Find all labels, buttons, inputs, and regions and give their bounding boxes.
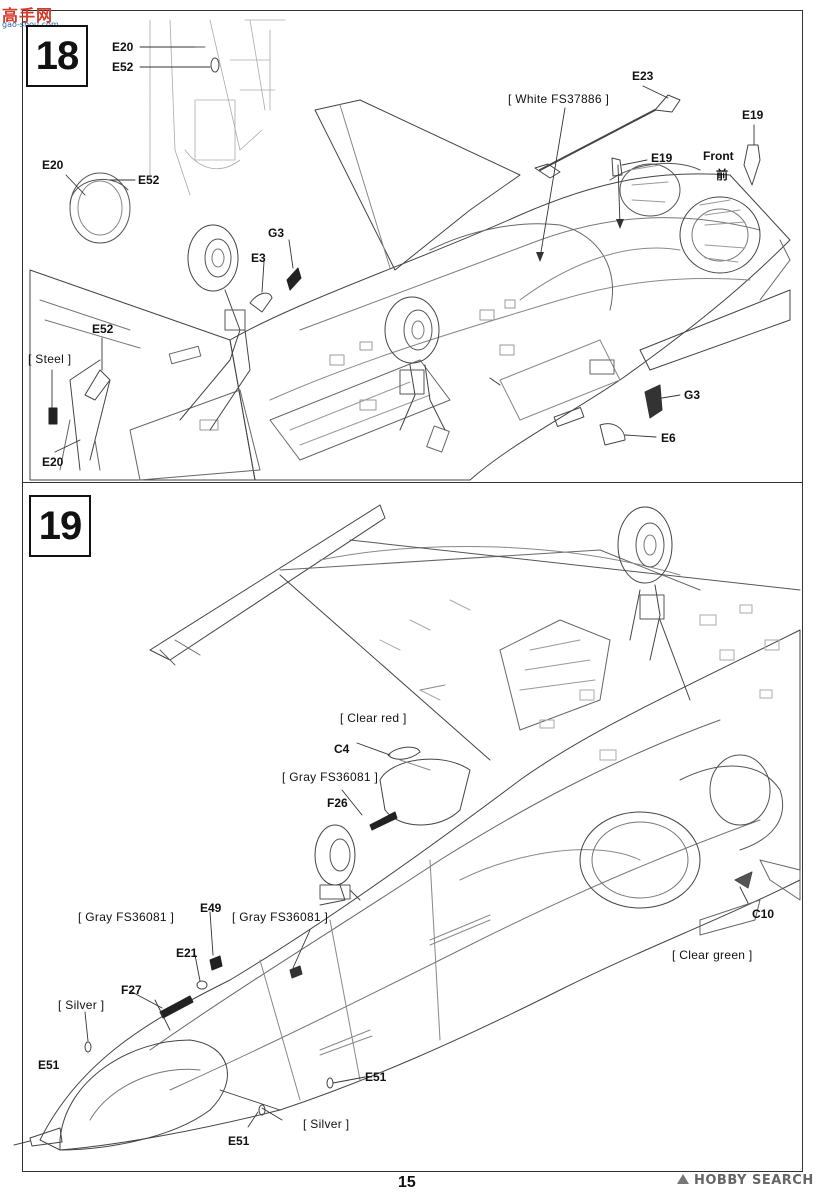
part-label-e52-gear: E52 — [92, 322, 114, 336]
watermark-text: 高手网 — [2, 6, 54, 25]
watermark-url: gao-shou.com — [2, 20, 59, 29]
watermark-bottom-text: HOBBY SEARCH — [694, 1173, 814, 1188]
paint-callout-gray-fs36081-1: [ Gray FS36081 ] — [282, 770, 379, 784]
part-label-front: Front — [703, 149, 734, 163]
paint-callout-silver-2: [ Silver ] — [303, 1117, 350, 1131]
paint-callout-clear-red: [ Clear red ] — [340, 711, 407, 725]
part-label-e19-mid: E19 — [651, 151, 673, 165]
part-label-f26: F26 — [327, 796, 348, 810]
part-label-c10: C10 — [752, 907, 775, 921]
part-label-e6: E6 — [661, 431, 676, 445]
part-label-e51-left: E51 — [38, 1058, 60, 1072]
paint-callout-gray-fs36081-3: [ Gray FS36081 ] — [232, 910, 329, 924]
part-label-g3-left: G3 — [268, 226, 285, 240]
step18-drawing — [29, 19, 791, 481]
step-18-number-box: 18 — [26, 25, 88, 87]
paint-callout-gray-fs36081-2: [ Gray FS36081 ] — [78, 910, 175, 924]
hobby-search-watermark: HOBBY SEARCH — [676, 1173, 814, 1188]
step19-drawing — [13, 504, 801, 1151]
step-divider — [22, 482, 803, 483]
paint-callout-clear-green: [ Clear green ] — [672, 948, 753, 962]
page-frame — [22, 10, 803, 1172]
part-label-e19-top: E19 — [742, 108, 764, 122]
part-label-g3-right: G3 — [684, 388, 701, 402]
page-number: 15 — [398, 1174, 416, 1191]
part-label-c4: C4 — [334, 742, 350, 756]
part-label-e51-right: E51 — [365, 1070, 387, 1084]
site-watermark-logo: 高手网 gao-shou.com — [2, 2, 74, 30]
part-label-e52-ring: E52 — [138, 173, 160, 187]
part-label-e21: E21 — [176, 946, 198, 960]
paint-callout-silver-1: [ Silver ] — [58, 998, 105, 1012]
part-label-e51-bottom: E51 — [228, 1134, 250, 1148]
step-19-number-box: 19 — [29, 495, 91, 557]
part-label-e3: E3 — [251, 251, 266, 265]
part-label-e23: E23 — [632, 69, 654, 83]
hobby-search-logo-icon — [677, 1174, 689, 1184]
part-label-e52-top: E52 — [112, 60, 134, 74]
part-label-e20-ring: E20 — [42, 158, 64, 172]
paint-callout-white-fs37886: [ White FS37886 ] — [508, 92, 610, 106]
part-label-e20-top: E20 — [112, 40, 134, 54]
part-label-front-cn: 前 — [716, 168, 729, 182]
part-label-f27: F27 — [121, 983, 142, 997]
part-label-e49: E49 — [200, 901, 222, 915]
part-label-e20-bottom: E20 — [42, 455, 64, 469]
paint-callout-steel: [ Steel ] — [28, 352, 72, 366]
